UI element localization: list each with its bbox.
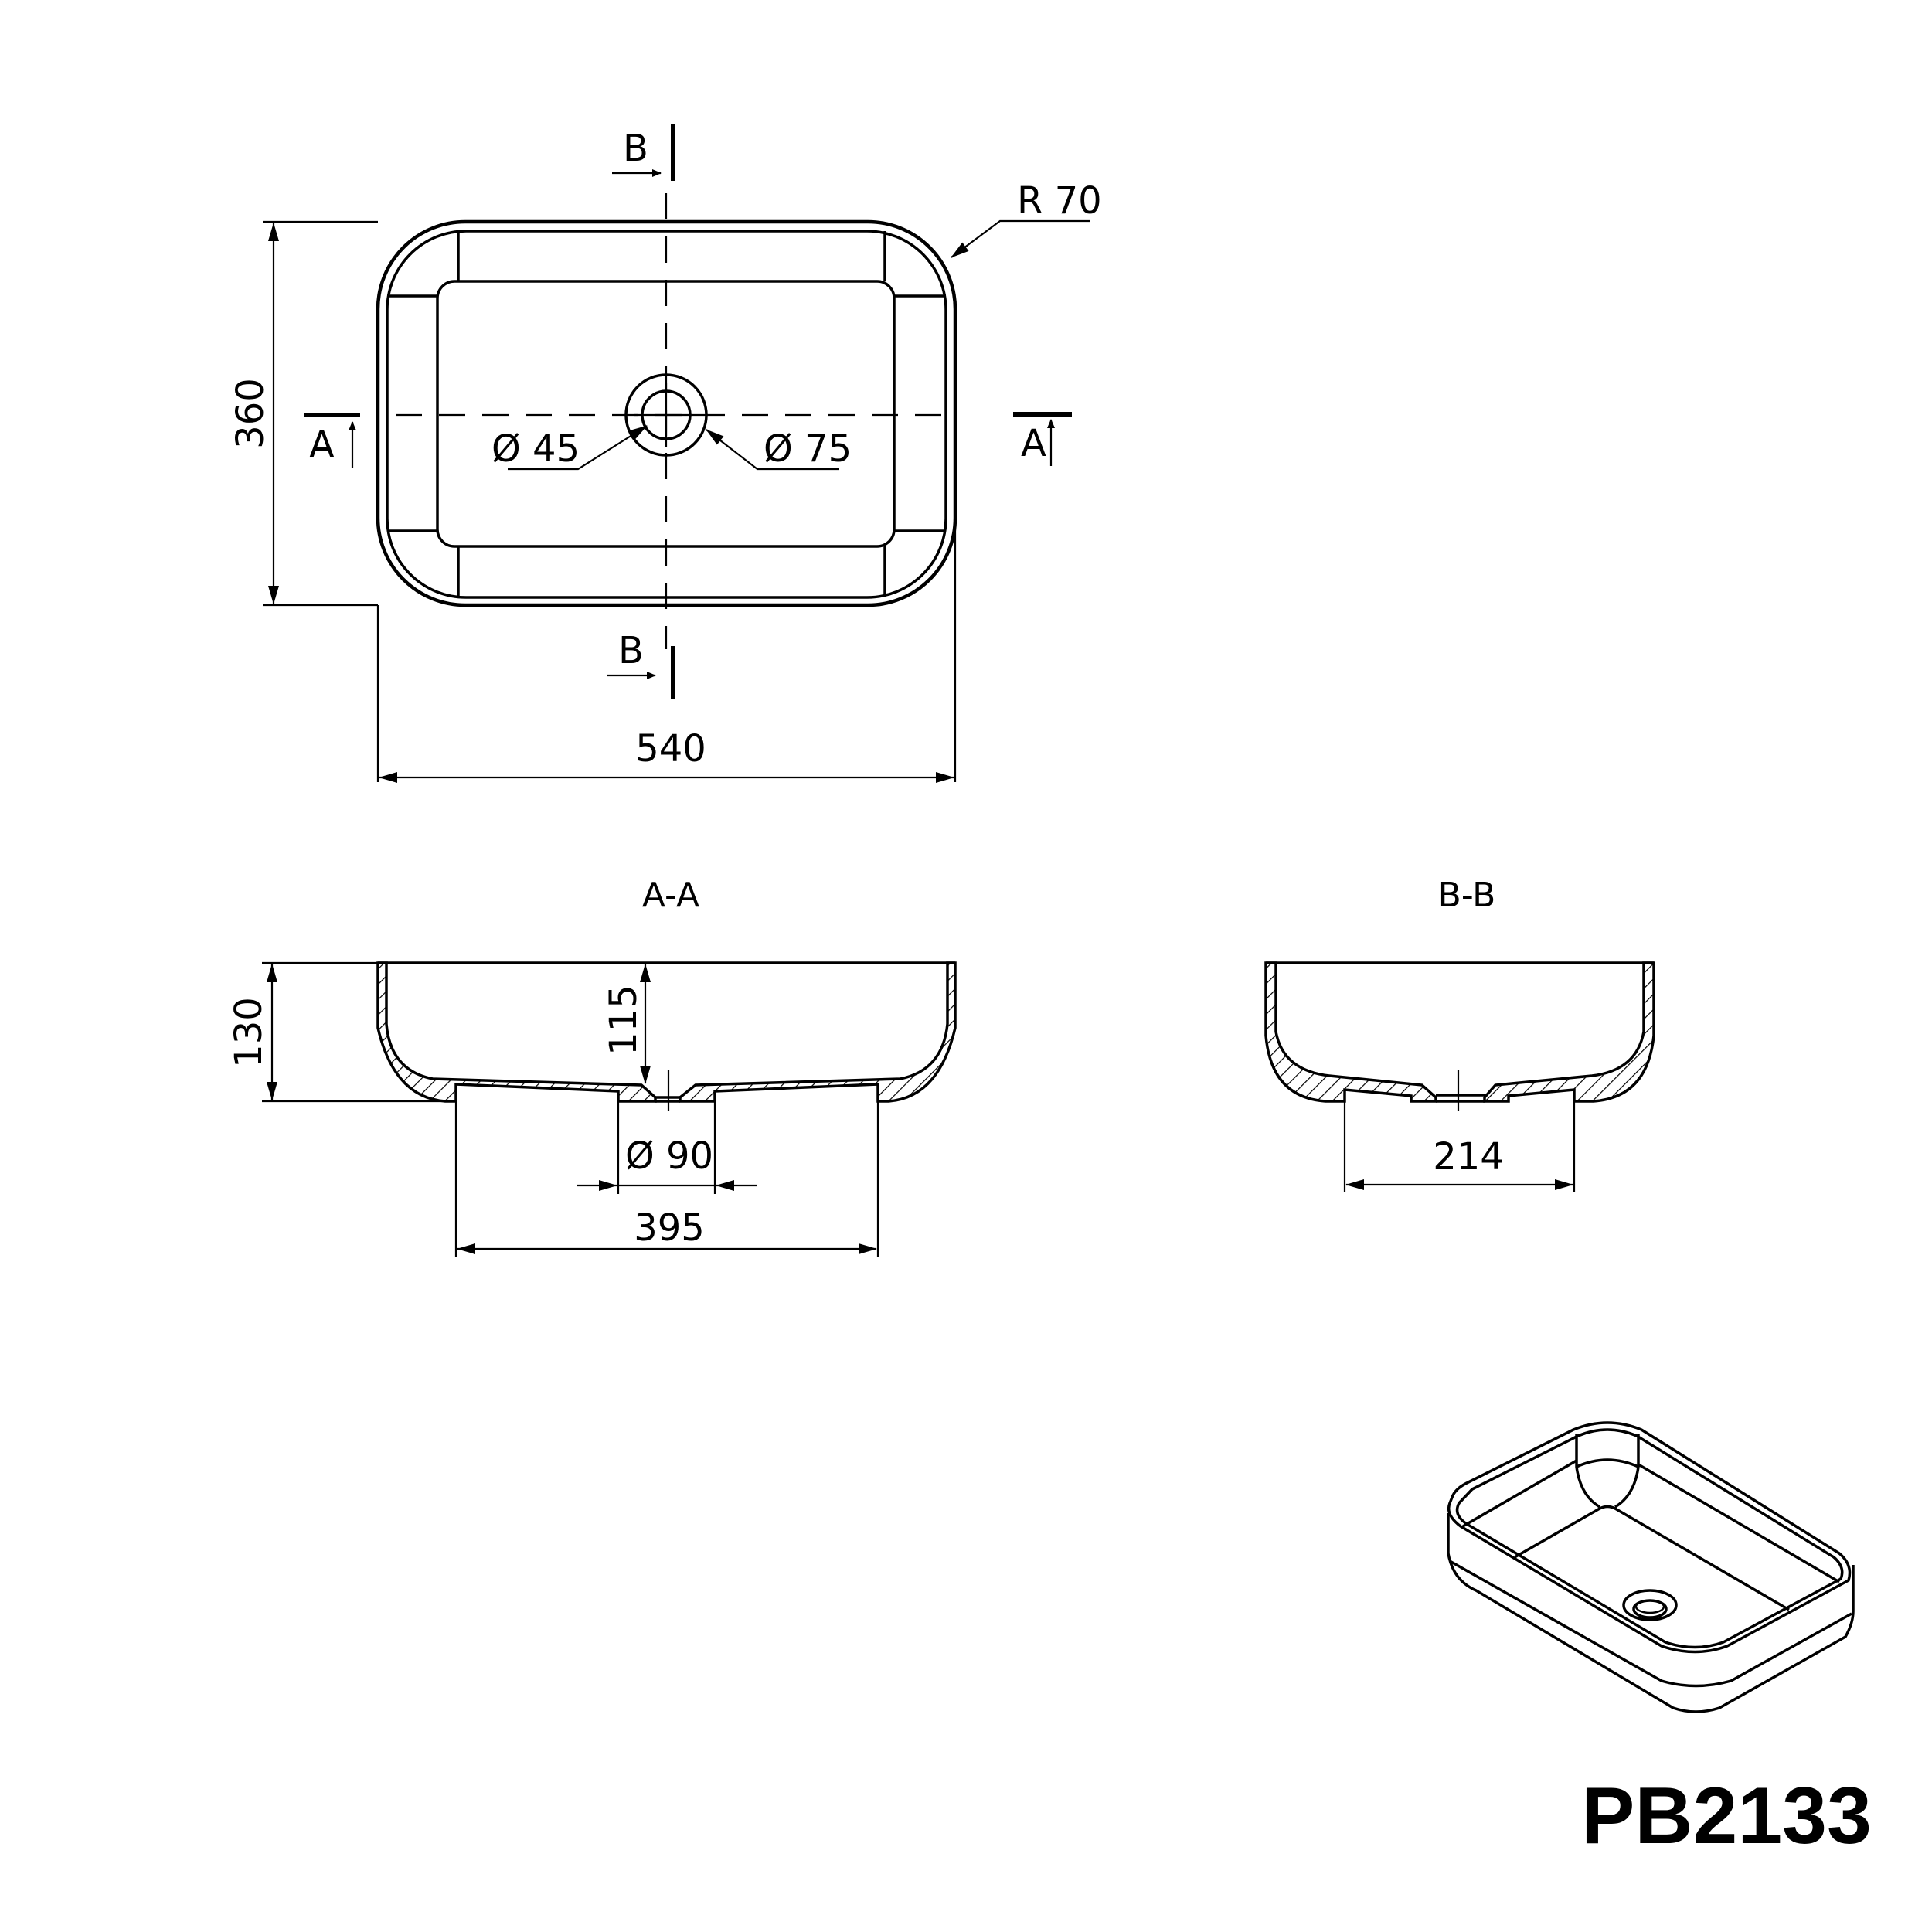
depth-label: 360 bbox=[229, 378, 272, 449]
svg-text:A: A bbox=[309, 423, 335, 467]
iso-drain-outer bbox=[1622, 1589, 1678, 1621]
section-a-a: A-A 130 115 Ø 90 395 bbox=[227, 876, 957, 1257]
drain-inner-diameter-label: Ø 45 bbox=[492, 427, 580, 471]
section-b-shell bbox=[1264, 961, 1437, 1103]
iso-rim-inner bbox=[1455, 1428, 1844, 1649]
drain-inner-leader bbox=[508, 425, 648, 471]
drain-outer-diameter-label: Ø 75 bbox=[764, 427, 852, 471]
base-width-label-a: 395 bbox=[634, 1206, 705, 1250]
slope-lines bbox=[387, 231, 946, 597]
isometric-view bbox=[1447, 1421, 1855, 1713]
drain-outer-leader bbox=[706, 429, 839, 471]
section-a-marker-left: A bbox=[304, 413, 360, 468]
top-view: Ø 45 Ø 75 R 70 360 540 A A bbox=[229, 124, 1102, 783]
section-b-b: B-B 214 bbox=[1264, 876, 1655, 1192]
section-a-marker-right: A bbox=[1013, 412, 1072, 466]
drain-diameter-label: Ø 90 bbox=[625, 1134, 713, 1178]
base-width-label-b: 214 bbox=[1433, 1135, 1504, 1179]
drain-outer-circle bbox=[624, 373, 708, 457]
section-b-marker-bottom: B bbox=[607, 629, 675, 699]
model-code: PB2133 bbox=[1581, 1771, 1872, 1861]
width-label: 540 bbox=[635, 727, 706, 770]
corner-radius-label: R 70 bbox=[1017, 179, 1102, 223]
section-b-title: B-B bbox=[1438, 876, 1496, 915]
section-a-title: A-A bbox=[642, 876, 699, 915]
height-label: 130 bbox=[227, 997, 270, 1068]
section-b-marker-top: B bbox=[612, 124, 675, 181]
svg-text:B: B bbox=[623, 127, 648, 170]
corner-radius-leader bbox=[951, 219, 1090, 258]
svg-text:A: A bbox=[1021, 422, 1046, 465]
iso-rim-outer bbox=[1447, 1421, 1852, 1654]
svg-text:B: B bbox=[618, 629, 644, 672]
inner-depth-label: 115 bbox=[602, 985, 645, 1056]
